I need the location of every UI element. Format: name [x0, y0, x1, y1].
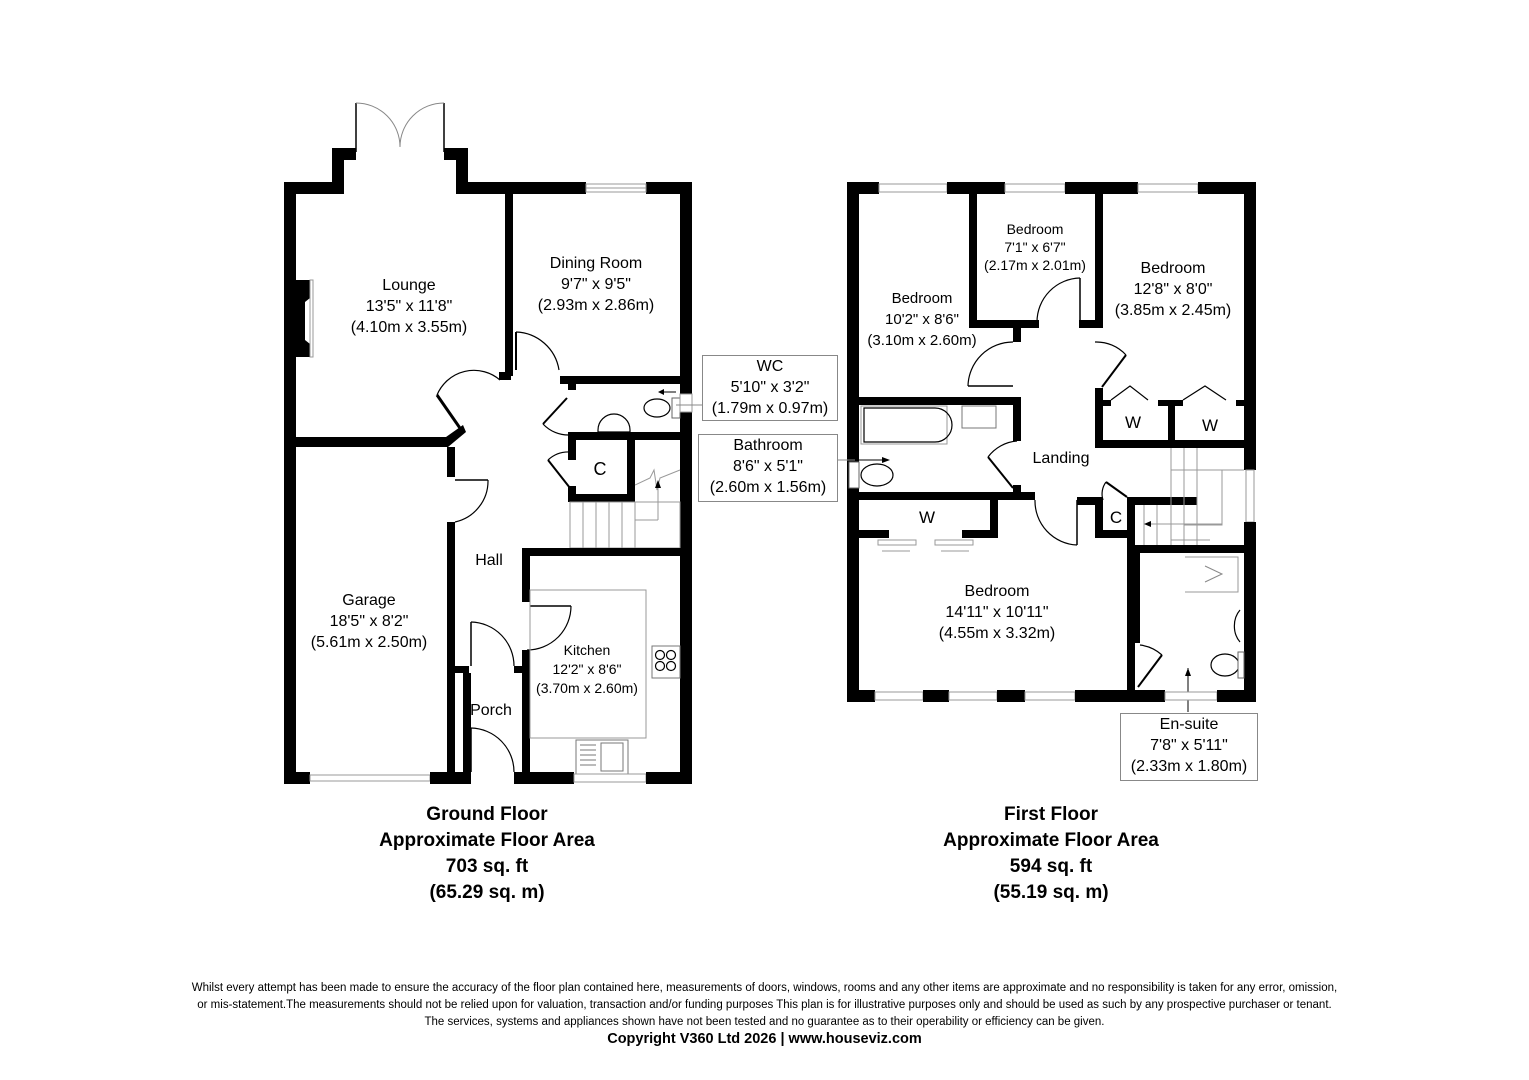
room-metric: (1.79m x 0.97m)	[711, 400, 829, 417]
floor-subtitle: Approximate Floor Area	[943, 830, 1159, 851]
floor-area-sqft: 594 sq. ft	[1009, 856, 1093, 877]
ground-floor-plan	[284, 102, 693, 784]
room-metric: (3.70m x 2.60m)	[536, 680, 638, 696]
first-floor-area-caption: First Floor Approximate Floor Area 594 s…	[943, 802, 1159, 906]
room-name: Bedroom	[891, 290, 953, 307]
wall	[284, 182, 296, 784]
disclaimer-line: or mis-statement.The measurements should…	[197, 999, 1332, 1011]
room-imperial: 12'2" x 8'6"	[552, 661, 622, 677]
room-label-bathroom: Bathroom 8'6" x 5'1" (2.60m x 1.56m)	[698, 434, 838, 502]
room-metric: (4.10m x 3.55m)	[350, 319, 468, 336]
room-label-bedroom-master: Bedroom 14'11" x 10'11" (4.55m x 3.32m)	[939, 581, 1055, 644]
room-label-bedroom-small: Bedroom 7'1" x 6'7" (2.17m x 2.01m)	[984, 220, 1086, 274]
floor-area-sqft: 703 sq. ft	[445, 856, 529, 877]
copyright: Copyright V360 Ltd 2026 | www.houseviz.c…	[607, 1031, 922, 1047]
room-imperial: 18'5" x 8'2"	[329, 613, 409, 630]
room-label-kitchen: Kitchen 12'2" x 8'6" (3.70m x 2.60m)	[536, 641, 638, 698]
room-label-cupboard-ff: C	[1109, 508, 1123, 527]
disclaimer: Whilst every attempt has been made to en…	[0, 980, 1529, 1031]
room-metric: (2.17m x 2.01m)	[984, 257, 1086, 273]
room-name: Bathroom	[733, 437, 803, 454]
room-label-wardrobe-2: W	[1201, 416, 1219, 435]
room-label-wardrobe-1: W	[1124, 413, 1142, 432]
room-imperial: 7'8" x 5'11"	[1150, 737, 1228, 754]
wall	[284, 182, 336, 194]
room-metric: (4.55m x 3.32m)	[938, 625, 1056, 642]
room-imperial: 8'6" x 5'1"	[733, 458, 803, 475]
room-label-bedroom-left: Bedroom 10'2" x 8'6" (3.10m x 2.60m)	[867, 288, 976, 351]
first-floor-plan	[676, 182, 1256, 712]
room-imperial: 14'11" x 10'11"	[945, 604, 1049, 621]
room-imperial: 9'7" x 9'5"	[561, 276, 631, 293]
room-imperial: 13'5" x 11'8"	[365, 298, 453, 315]
room-imperial: 7'1" x 6'7"	[1004, 239, 1066, 255]
floor-title: First Floor	[1004, 804, 1098, 825]
room-label-bedroom-right: Bedroom 12'8" x 8'0" (3.85m x 2.45m)	[1115, 258, 1231, 321]
room-label-porch: Porch	[470, 702, 512, 719]
room-label-landing: Landing	[1032, 450, 1090, 467]
disclaimer-line: Whilst every attempt has been made to en…	[191, 982, 1338, 994]
room-metric: (3.85m x 2.45m)	[1114, 302, 1232, 319]
room-name: Kitchen	[563, 642, 611, 658]
room-label-dining-room: Dining Room 9'7" x 9'5" (2.93m x 2.86m)	[538, 253, 654, 316]
floor-subtitle: Approximate Floor Area	[379, 830, 595, 851]
floor-area-sqm: (65.29 sq. m)	[429, 882, 545, 903]
room-metric: (2.33m x 1.80m)	[1130, 758, 1248, 775]
room-label-wc: WC 5'10" x 3'2" (1.79m x 0.97m)	[702, 355, 838, 421]
room-name: En-suite	[1159, 716, 1219, 733]
room-name: WC	[756, 358, 784, 375]
room-name: Lounge	[382, 277, 436, 294]
room-label-hall: Hall	[475, 552, 503, 569]
room-label-cupboard: C	[593, 459, 607, 479]
floor-area-sqm: (55.19 sq. m)	[993, 882, 1109, 903]
room-imperial: 10'2" x 8'6"	[885, 311, 959, 328]
room-label-wardrobe-3: W	[918, 508, 936, 527]
room-name: Bedroom	[1140, 260, 1206, 277]
room-metric: (3.10m x 2.60m)	[867, 332, 977, 349]
floor-title: Ground Floor	[426, 804, 548, 825]
room-metric: (2.93m x 2.86m)	[537, 297, 655, 314]
room-name: Bedroom	[1006, 221, 1064, 237]
room-name: Bedroom	[964, 583, 1030, 600]
room-name: Dining Room	[549, 255, 643, 272]
room-metric: (5.61m x 2.50m)	[310, 634, 428, 651]
room-metric: (2.60m x 1.56m)	[709, 479, 827, 496]
disclaimer-line: The services, systems and appliances sho…	[424, 1016, 1105, 1028]
room-label-ensuite: En-suite 7'8" x 5'11" (2.33m x 1.80m)	[1120, 713, 1258, 781]
room-imperial: 12'8" x 8'0"	[1133, 281, 1213, 298]
room-label-lounge: Lounge 13'5" x 11'8" (4.10m x 3.55m)	[351, 275, 467, 338]
ground-floor-area-caption: Ground Floor Approximate Floor Area 703 …	[379, 802, 595, 906]
room-name: Garage	[342, 592, 396, 609]
room-imperial: 5'10" x 3'2"	[730, 379, 810, 396]
room-label-garage: Garage 18'5" x 8'2" (5.61m x 2.50m)	[311, 590, 427, 653]
